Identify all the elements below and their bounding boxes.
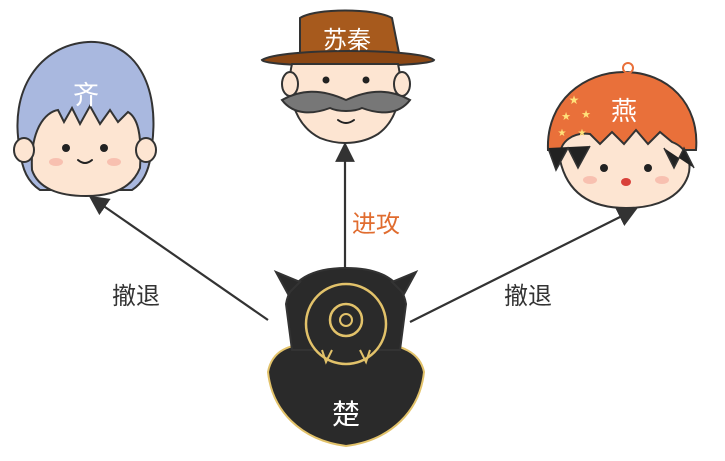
star-icon: ★ [569,93,580,107]
star-icon: ★ [578,128,587,139]
star-icon: ★ [558,128,567,139]
character-yan: ★ ★ ★ ★ ★ 燕 [546,62,698,210]
yan-label: 燕 [611,97,637,127]
chu-label: 楚 [332,398,360,431]
star-icon: ★ [581,108,591,121]
character-chu: 楚 [266,266,426,448]
star-icon: ★ [561,110,571,123]
arrow-to-qi [88,195,269,321]
qi-label: 齐 [73,81,99,111]
edge-label-to-qi: 撤退 [112,282,160,310]
edge-label-to-yan: 撤退 [504,282,552,310]
arrow-to-yan [409,208,638,323]
suqin-label: 苏秦 [323,26,371,54]
character-qi: 齐 [13,40,157,198]
edge-label-to-suqin: 进攻 [352,210,400,238]
character-suqin: 苏秦 [260,9,436,144]
